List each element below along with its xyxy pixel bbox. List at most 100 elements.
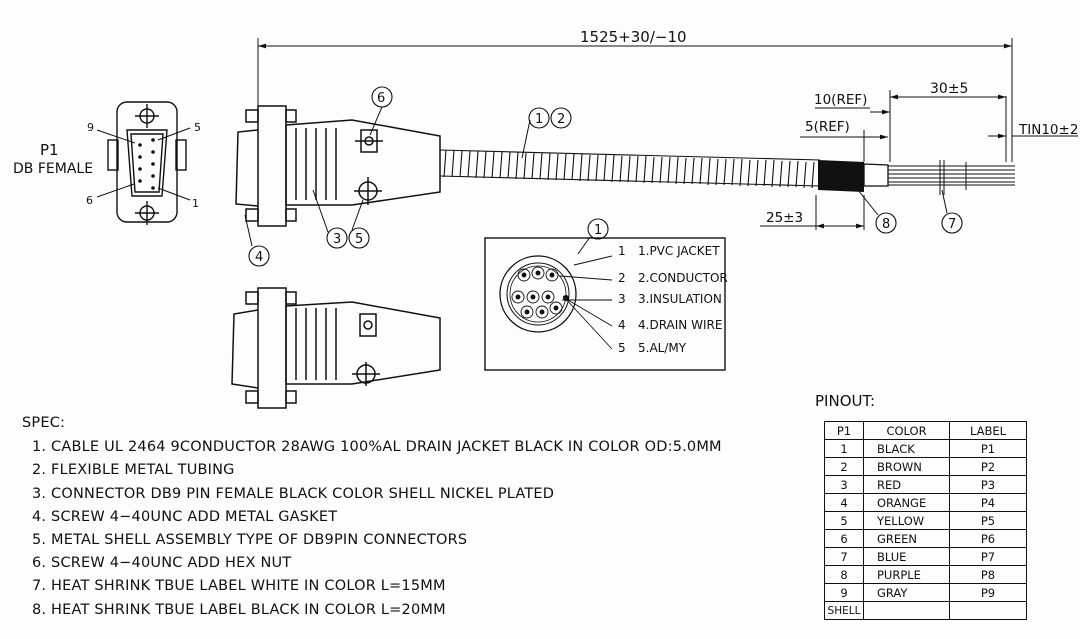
table-row: SHELL [824, 601, 1027, 620]
connector-ref: P1 [40, 141, 59, 159]
pin-number: 4 [824, 493, 864, 512]
pinout-header-p1: P1 [824, 421, 864, 440]
legend-num-2: 2 [618, 271, 626, 285]
legend-num-1: 1 [618, 244, 626, 258]
spec-item: 7. HEAT SHRINK TBUE LABEL WHITE IN COLOR… [32, 578, 446, 595]
pin-color: BLACK [863, 439, 950, 458]
pin-color: GREEN [863, 529, 950, 548]
callout-3: 3 [333, 232, 341, 247]
pin-color: BROWN [863, 457, 950, 476]
pin-label: P2 [949, 457, 1027, 476]
pinout-header-label: LABEL [949, 421, 1027, 440]
pin-label: P3 [949, 475, 1027, 494]
spec-item: 4. SCREW 4−40UNC ADD METAL GASKET [32, 508, 338, 525]
pin-number: SHELL [824, 601, 864, 620]
pin-label: P9 [949, 583, 1027, 602]
pin-color: GRAY [863, 583, 950, 602]
pin-number: 5 [824, 511, 864, 530]
pin-label [949, 601, 1027, 620]
pin-number: 7 [824, 547, 864, 566]
legend-label-5: 5.AL/MY [638, 341, 687, 355]
db9-side-view [235, 105, 441, 227]
db9-top-view [231, 287, 441, 409]
legend-label-3: 3.INSULATION [638, 292, 722, 306]
pin-color: ORANGE [863, 493, 950, 512]
pin-label: P5 [949, 511, 1027, 530]
leader-lines [244, 106, 948, 255]
legend-label-2: 2.CONDUCTOR [638, 271, 728, 285]
callout-2: 2 [557, 112, 565, 127]
spec-item: 6. SCREW 4−40UNC ADD HEX NUT [32, 555, 292, 572]
pinout-header-color: COLOR [863, 421, 950, 440]
cross-section-box [484, 237, 726, 371]
pin-number: 2 [824, 457, 864, 476]
callout-4: 4 [255, 250, 263, 265]
heatshrink-dim: 25±3 [766, 210, 803, 226]
callout-1-top: 1 [535, 112, 543, 127]
spec-list: SPEC: 1. CABLE UL 2464 9CONDUCTOR 28AWG … [22, 412, 722, 622]
heatshrink-white [863, 163, 889, 187]
pin-number: 6 [824, 529, 864, 548]
connector-type: DB FEMALE [13, 161, 94, 177]
ref5-dim: 5(REF) [805, 119, 850, 135]
pin-number: 8 [824, 565, 864, 584]
metal-tubing [439, 149, 821, 189]
overall-length-dim: 1525+30/−10 [580, 28, 687, 46]
pinout-header-row: P1 COLOR LABEL [824, 421, 1027, 440]
wires [888, 160, 1015, 195]
strip-dim: 30±5 [930, 81, 968, 97]
callout-balloons [248, 86, 963, 267]
pin1-label: 1 [192, 197, 199, 210]
cross-section-legend: 1 1.PVC JACKET 2 2.CONDUCTOR 3 3.INSULAT… [618, 244, 728, 355]
pin-color: YELLOW [863, 511, 950, 530]
pin-number: 3 [824, 475, 864, 494]
legend-num-5: 5 [618, 341, 626, 355]
spec-item: 8. HEAT SHRINK TBUE LABEL BLACK IN COLOR… [32, 601, 446, 618]
pin-label: P7 [949, 547, 1027, 566]
spec-title: SPEC: [22, 415, 66, 431]
pin-color: PURPLE [863, 565, 950, 584]
callout-7: 7 [948, 217, 956, 232]
pin-color: BLUE [863, 547, 950, 566]
pin-label: P1 [949, 439, 1027, 458]
pin9-label: 9 [87, 121, 94, 134]
pin-color: RED [863, 475, 950, 494]
spec-item: 2. FLEXIBLE METAL TUBING [32, 462, 235, 479]
dimension-lines [257, 38, 1078, 230]
pin5-label: 5 [194, 121, 201, 134]
pin-label: P6 [949, 529, 1027, 548]
pinout-title: PINOUT: [815, 392, 876, 410]
spec-item: 3. CONNECTOR DB9 PIN FEMALE BLACK COLOR … [32, 485, 555, 502]
pin-label: P8 [949, 565, 1027, 584]
db9-front-view [96, 101, 191, 225]
callout-8: 8 [882, 217, 890, 232]
pin-number: 9 [824, 583, 864, 602]
pin-color [863, 601, 950, 620]
callout-1-section: 1 [594, 223, 602, 238]
spec-item: 1. CABLE UL 2464 9CONDUCTOR 28AWG 100%AL… [32, 439, 722, 456]
legend-label-4: 4.DRAIN WIRE [638, 318, 722, 332]
legend-num-4: 4 [618, 318, 626, 332]
heatshrink-black [818, 160, 864, 192]
legend-num-3: 3 [618, 292, 626, 306]
pin6-label: 6 [86, 194, 93, 207]
tin-dim: TIN10±2 [1018, 122, 1078, 138]
pin-label: P4 [949, 493, 1027, 512]
pin-number: 1 [824, 439, 864, 458]
callout-6: 6 [377, 91, 385, 106]
legend-label-1: 1.PVC JACKET [638, 244, 720, 258]
spec-item: 5. METAL SHELL ASSEMBLY TYPE OF DB9PIN C… [32, 532, 468, 549]
callout-5: 5 [355, 232, 363, 247]
